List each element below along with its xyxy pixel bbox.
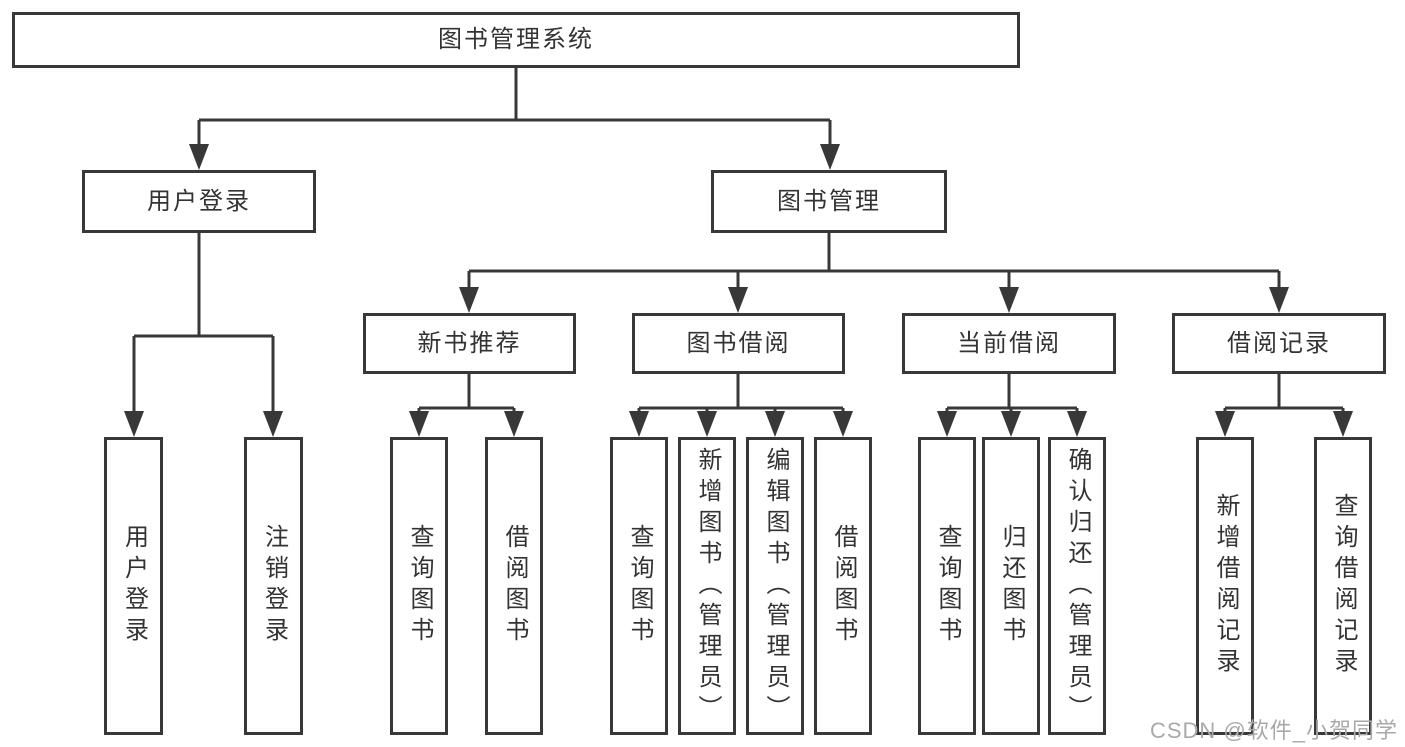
node-label: 查询图书 — [626, 524, 653, 648]
node-label: 新增图书（管理员） — [694, 446, 721, 726]
arrow-down-icon — [728, 287, 748, 313]
leaf-user-login: 用户登录 — [104, 437, 163, 735]
edge-current-borrowing — [945, 374, 1079, 414]
node-label: 归还图书 — [998, 524, 1025, 648]
node-label: 图书管理 — [777, 187, 881, 215]
arrow-down-icon — [124, 411, 144, 437]
node-label: 查询借阅记录 — [1330, 493, 1357, 679]
arrow-down-icon — [697, 411, 717, 437]
leaf-add-borrow-record: 新增借阅记录 — [1196, 437, 1254, 735]
arrow-down-icon — [820, 144, 840, 170]
leaf-add-book-admin: 新增图书（管理员） — [678, 437, 736, 735]
csdn-watermark: CSDN @软件_小贺同学 — [1149, 718, 1398, 743]
edge-borrowing-records — [1223, 374, 1345, 414]
arrow-down-icon — [833, 411, 853, 437]
edge-book-borrowing — [637, 374, 845, 414]
node-book-management: 图书管理 — [711, 170, 947, 233]
node-label: 借阅记录 — [1227, 329, 1331, 357]
arrow-down-icon — [1001, 411, 1021, 437]
node-library-system: 图书管理系统 — [12, 12, 1020, 68]
node-label: 查询图书 — [934, 524, 961, 648]
node-label: 编辑图书（管理员） — [762, 446, 789, 726]
node-label: 注销登录 — [260, 524, 288, 648]
arrow-down-icon — [937, 411, 957, 437]
arrow-down-icon — [504, 411, 524, 437]
leaf-borrow-books-recommend: 借阅图书 — [485, 437, 543, 735]
leaf-confirm-return-admin: 确认归还（管理员） — [1048, 437, 1106, 735]
leaf-query-books-recommend: 查询图书 — [390, 437, 448, 735]
leaf-query-borrow-record: 查询借阅记录 — [1314, 437, 1372, 735]
node-label: 图书借阅 — [686, 329, 791, 357]
node-label: 查询图书 — [406, 524, 433, 648]
leaf-borrow-books: 借阅图书 — [814, 437, 872, 735]
arrow-down-icon — [1269, 287, 1289, 313]
arrow-down-icon — [263, 411, 283, 437]
arrow-down-icon — [999, 287, 1019, 313]
node-label: 借阅图书 — [501, 524, 528, 648]
leaf-return-book: 归还图书 — [982, 437, 1040, 735]
arrow-down-icon — [629, 411, 649, 437]
arrow-down-icon — [459, 287, 479, 313]
edge-user-login — [132, 233, 275, 413]
edge-new-book-recommend — [417, 374, 516, 414]
node-book-borrowing: 图书借阅 — [632, 313, 845, 374]
leaf-edit-book-admin: 编辑图书（管理员） — [746, 437, 804, 735]
node-label: 用户登录 — [147, 187, 251, 215]
arrow-down-icon — [409, 411, 429, 437]
arrow-down-icon — [189, 144, 209, 170]
node-label: 图书管理系统 — [438, 26, 594, 53]
leaf-query-books-borrowing: 查询图书 — [610, 437, 668, 735]
node-label: 确认归还（管理员） — [1064, 446, 1091, 726]
edge-root — [197, 68, 832, 146]
node-label: 用户登录 — [120, 524, 148, 648]
leaf-query-books-current: 查询图书 — [918, 437, 976, 735]
node-borrowing-records: 借阅记录 — [1172, 313, 1386, 374]
node-user-login: 用户登录 — [82, 170, 316, 233]
arrow-down-icon — [1067, 411, 1087, 437]
node-label: 新增借阅记录 — [1212, 493, 1239, 679]
edge-book-management — [467, 233, 1281, 289]
node-label: 当前借阅 — [957, 329, 1061, 357]
leaf-logout: 注销登录 — [244, 437, 303, 735]
node-label: 新书推荐 — [417, 329, 522, 357]
node-current-borrowing: 当前借阅 — [902, 313, 1116, 374]
arrow-down-icon — [765, 411, 785, 437]
node-new-book-recommend: 新书推荐 — [363, 313, 576, 374]
node-label: 借阅图书 — [830, 524, 857, 648]
arrow-down-icon — [1215, 411, 1235, 437]
arrow-down-icon — [1333, 411, 1353, 437]
